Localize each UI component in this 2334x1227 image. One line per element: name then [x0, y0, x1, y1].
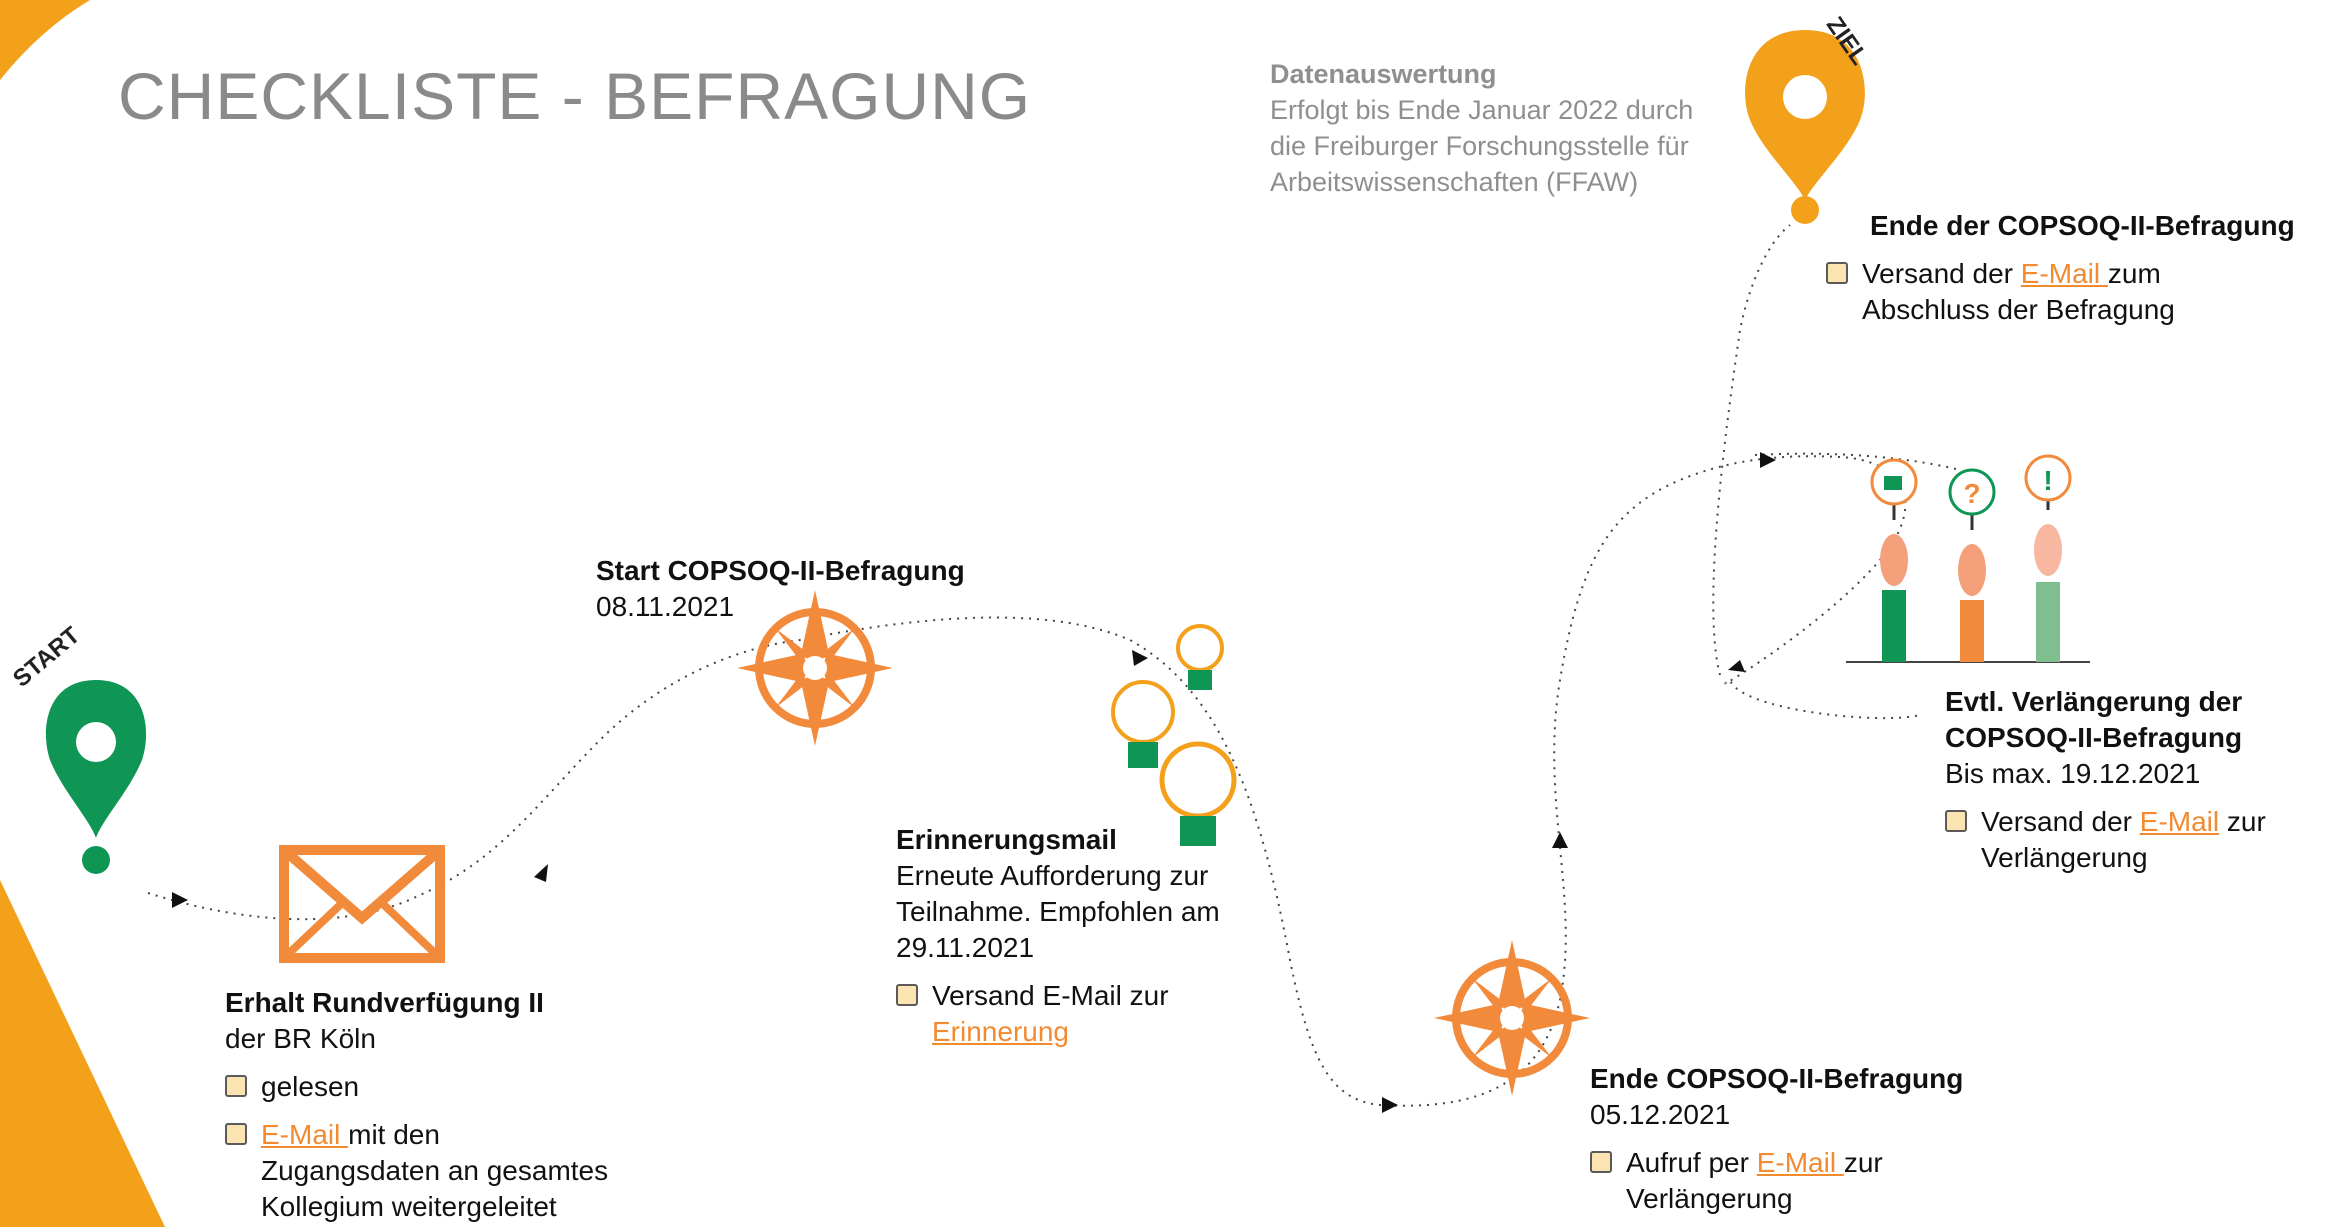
erinnerung-line: Teilnahme. Empfohlen am: [896, 896, 1220, 927]
checklist-item-label: Versand der: [1862, 258, 2021, 289]
rundverfuegung-block: Erhalt Rundverfügung II der BR Köln gele…: [225, 985, 608, 1225]
ziel-pin-icon: [1745, 30, 1865, 224]
erinnerung-line: 29.11.2021: [896, 932, 1035, 963]
checklist-item: E-Mail mit den Zugangsdaten an gesamtes …: [225, 1117, 608, 1225]
start-befragung-date: 08.11.2021: [596, 591, 735, 622]
checkbox[interactable]: [896, 984, 918, 1006]
rundverfuegung-sub: der BR Köln: [225, 1023, 376, 1054]
lightbulb-icon: [1159, 741, 1237, 846]
start-befragung-heading: Start COPSOQ-II-Befragung: [596, 555, 965, 586]
checklist-item-label: Verlängerung: [1981, 842, 2148, 873]
journey-path: [147, 455, 1921, 1107]
email-link[interactable]: E-Mail: [2020, 258, 2108, 289]
checklist-item: Aufruf per E-Mail zur Verlängerung: [1590, 1145, 1963, 1217]
compass-icon: [1434, 940, 1590, 1096]
ende-befragung-date: 05.12.2021: [1590, 1099, 1731, 1130]
arrow-marker: [1760, 452, 1776, 468]
checklist-item-label: zur: [1843, 1147, 1883, 1178]
verlaengerung-heading: Evtl. Verlängerung der: [1945, 686, 2243, 717]
checklist-item-label: Zugangsdaten an gesamtes: [261, 1155, 609, 1186]
checklist-item-label: zur: [2219, 806, 2266, 837]
checklist-item-label: Versand der: [1981, 806, 2140, 837]
checklist-item-label: Verlängerung: [1626, 1183, 1793, 1214]
erinnerung-link[interactable]: Erinnerung: [932, 1016, 1069, 1047]
checklist-item-label: gelesen: [261, 1071, 360, 1102]
erinnerung-line: Erneute Aufforderung zur: [896, 860, 1209, 891]
ende-der-heading: Ende der COPSOQ-II-Befragung: [1870, 210, 2295, 241]
lightbulb-icon: [1111, 680, 1175, 768]
arrow-marker: [534, 864, 548, 882]
checklist-item: Versand der E-Mail zum Abschluss der Bef…: [1826, 256, 2295, 328]
arrow-marker: [1132, 650, 1148, 666]
corner-decoration-bottom: [0, 880, 165, 1227]
checkbox[interactable]: [1826, 262, 1848, 284]
arrow-marker: [1728, 660, 1745, 672]
erinnerung-block: Erinnerungsmail Erneute Aufforderung zur…: [896, 822, 1220, 1050]
arrow-marker: [1552, 832, 1568, 848]
datenauswertung-line: die Freiburger Forschungsstelle für: [1270, 131, 1689, 161]
lightbulb-icon: [1176, 624, 1224, 690]
start-pin-icon: [45, 680, 147, 874]
ende-befragung-heading: Ende COPSOQ-II-Befragung: [1590, 1063, 1964, 1094]
checkbox[interactable]: [1945, 810, 1967, 832]
svg-text:?: ?: [1963, 478, 1980, 509]
datenauswertung-line: Arbeitswissenschaften (FFAW): [1270, 167, 1639, 197]
datenauswertung-heading: Datenauswertung: [1270, 59, 1497, 89]
corner-decoration-top: [0, 0, 90, 80]
arrow-marker: [1382, 1097, 1398, 1113]
verlaengerung-block: Evtl. Verlängerung der COPSOQ-II-Befragu…: [1945, 684, 2266, 876]
checkbox[interactable]: [225, 1123, 247, 1145]
erinnerung-heading: Erinnerungsmail: [896, 824, 1117, 855]
datenauswertung-line: Erfolgt bis Ende Januar 2022 durch: [1270, 95, 1694, 125]
feedback-hands-icon: ? !: [1846, 454, 2090, 663]
email-link[interactable]: E-Mail: [261, 1119, 349, 1150]
email-link[interactable]: E-Mail: [2139, 806, 2220, 837]
checklist-item: Versand E-Mail zur Erinnerung: [896, 978, 1220, 1050]
checklist-item-label: zum: [2107, 258, 2161, 289]
checkbox[interactable]: [225, 1075, 247, 1097]
envelope-icon: [279, 845, 445, 963]
email-link[interactable]: E-Mail: [1756, 1147, 1844, 1178]
checklist-item-label: Aufruf per: [1626, 1147, 1757, 1178]
verlaengerung-sub: Bis max. 19.12.2021: [1945, 758, 2201, 789]
checklist-item-label: Kollegium weitergeleitet: [261, 1191, 557, 1222]
ende-der-block: Ende der COPSOQ-II-Befragung Versand der…: [1826, 208, 2295, 328]
datenauswertung-block: Datenauswertung Erfolgt bis Ende Januar …: [1270, 56, 1693, 200]
checklist-item: Versand der E-Mail zur Verlängerung: [1945, 804, 2266, 876]
checklist-item: gelesen: [225, 1069, 608, 1105]
checkbox[interactable]: [1590, 1151, 1612, 1173]
checklist-item-label: Abschluss der Befragung: [1862, 294, 2175, 325]
start-befragung-block: Start COPSOQ-II-Befragung 08.11.2021: [596, 553, 965, 625]
journey-path-loop: [1754, 452, 1961, 471]
ende-befragung-block: Ende COPSOQ-II-Befragung 05.12.2021 Aufr…: [1590, 1061, 1963, 1217]
compass-icon: [737, 590, 893, 746]
verlaengerung-heading: COPSOQ-II-Befragung: [1945, 722, 2243, 753]
checklist-item-label: Versand E-Mail zur: [932, 980, 1169, 1011]
journey-path-end: [1712, 224, 1791, 676]
rundverfuegung-heading: Erhalt Rundverfügung II: [225, 987, 544, 1018]
svg-text:!: !: [2043, 465, 2052, 496]
arrow-marker: [172, 892, 188, 908]
page-title: CHECKLISTE - BEFRAGUNG: [118, 59, 1032, 133]
checklist-item-label: mit den: [348, 1119, 440, 1150]
